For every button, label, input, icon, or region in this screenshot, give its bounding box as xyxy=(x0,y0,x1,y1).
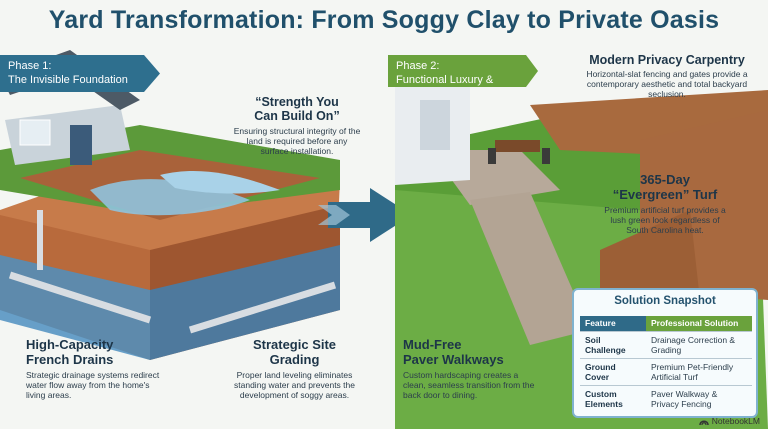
phase-1-banner: Phase 1: The Invisible Foundation xyxy=(0,55,160,92)
column-header-feature: Feature xyxy=(580,316,646,331)
drains-callout: High-Capacity French Drains Strategic dr… xyxy=(26,337,176,400)
grading-heading-1: Strategic Site xyxy=(252,337,337,352)
solution-snapshot-card: Solution Snapshot Feature Professional S… xyxy=(572,288,758,418)
feature-cell: Ground Cover xyxy=(580,357,646,385)
snapshot-title: Solution Snapshot xyxy=(614,295,716,307)
phase-2-label: Functional Luxury & Privacy xyxy=(396,74,494,86)
strength-callout: “Strength You Can Build On” Ensuring str… xyxy=(232,95,362,156)
table-row: Custom Elements Paver Walkway & Privacy … xyxy=(580,384,752,412)
phase-2-banner: Phase 2: Functional Luxury & Privacy xyxy=(388,55,538,87)
strength-heading-1: “Strength You xyxy=(255,95,339,109)
walkways-callout: Mud-Free Paver Walkways Custom hardscapi… xyxy=(403,337,553,400)
grading-heading-2: Grading xyxy=(269,352,320,367)
walkways-heading-1: Mud-Free xyxy=(403,337,462,352)
grading-body: Proper land leveling eliminates standing… xyxy=(234,370,355,400)
phase-1-label: The Invisible Foundation xyxy=(8,74,128,86)
solution-cell: Premium Pet-Friendly Artificial Turf xyxy=(646,357,752,385)
table-row: Soil Challenge Drainage Correction & Gra… xyxy=(580,330,752,358)
column-header-solution: Professional Solution xyxy=(646,316,752,331)
turf-body: Premium artificial turf provides a lush … xyxy=(604,205,726,235)
drains-heading-2: French Drains xyxy=(26,352,114,367)
turf-callout: 365-Day “Evergreen” Turf Premium artific… xyxy=(600,172,730,235)
strength-body: Ensuring structural integrity of the lan… xyxy=(233,126,361,156)
walkways-heading-2: Paver Walkways xyxy=(403,352,504,367)
page-title: Yard Transformation: From Soggy Clay to … xyxy=(48,6,720,34)
drains-heading-1: High-Capacity xyxy=(26,337,114,352)
walkways-body: Custom hardscaping creates a clean, seam… xyxy=(403,370,535,400)
turf-heading-1: 365-Day xyxy=(640,172,690,187)
feature-cell: Custom Elements xyxy=(580,384,646,412)
turf-heading-2: “Evergreen” Turf xyxy=(612,187,718,202)
strength-heading-2: Can Build On” xyxy=(254,109,340,123)
feature-cell: Soil Challenge xyxy=(580,330,646,358)
drains-body: Strategic drainage systems redirect wate… xyxy=(26,370,160,400)
solution-cell: Drainage Correction & Grading xyxy=(646,330,752,358)
carpentry-body: Horizontal-slat fencing and gates provid… xyxy=(586,69,748,99)
transition-arrow xyxy=(318,188,412,242)
grading-callout: Strategic Site Grading Proper land level… xyxy=(222,337,367,400)
brand-name: NotebookLM xyxy=(711,416,760,426)
table-header-row: Feature Professional Solution xyxy=(580,316,752,331)
carpentry-callout: Modern Privacy Carpentry Horizontal-slat… xyxy=(574,53,760,99)
carpentry-heading: Modern Privacy Carpentry xyxy=(589,53,745,67)
phase-2-number: Phase 2: xyxy=(396,60,440,72)
phase-1-number: Phase 1: xyxy=(8,60,52,72)
brand-watermark: NotebookLM xyxy=(699,416,760,426)
notebooklm-logo-icon xyxy=(699,420,709,425)
solution-cell: Paver Walkway & Privacy Fencing xyxy=(646,384,752,412)
table-row: Ground Cover Premium Pet-Friendly Artifi… xyxy=(580,357,752,385)
snapshot-table: Feature Professional Solution Soil Chall… xyxy=(580,316,752,412)
